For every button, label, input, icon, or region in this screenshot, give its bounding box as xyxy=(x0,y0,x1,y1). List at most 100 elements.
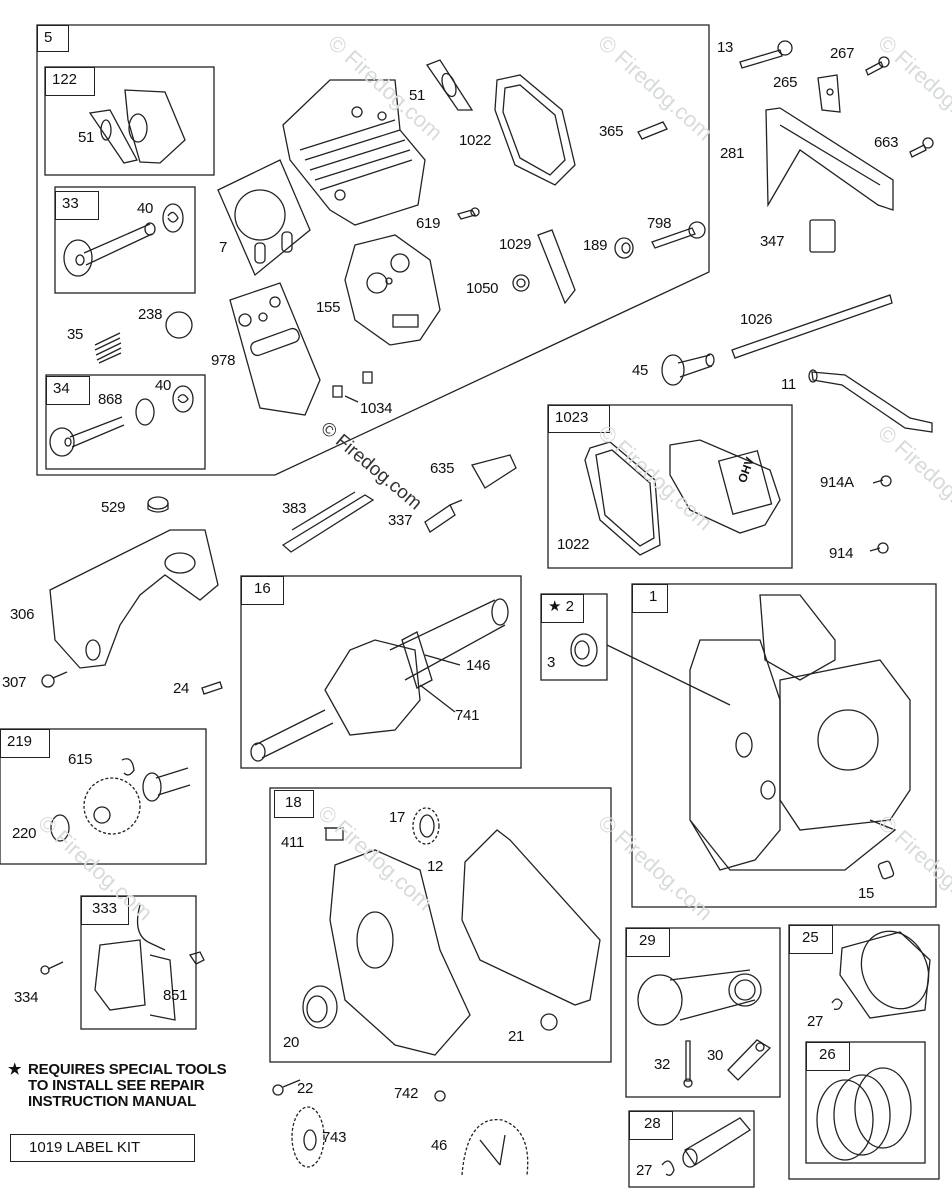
group-219-frame xyxy=(0,728,207,865)
group-5-label: 5 xyxy=(37,25,69,52)
part-619-bolt xyxy=(457,207,480,220)
group-25-number: 25 xyxy=(802,929,819,946)
part-1050-nut xyxy=(512,274,530,292)
callout-21: 21 xyxy=(508,1028,525,1045)
callout-189: 189 xyxy=(583,237,608,254)
callout-1022-top: 1022 xyxy=(459,132,492,149)
callout-868: 868 xyxy=(98,391,123,408)
callout-1029: 1029 xyxy=(499,236,532,253)
group-1023-label: 1023 xyxy=(548,405,610,433)
callout-3: 3 xyxy=(547,654,556,671)
callout-978: 978 xyxy=(211,352,236,369)
callout-914a: 914A xyxy=(820,474,854,491)
group-16-frame xyxy=(240,575,522,769)
callout-51-manifold: 51 xyxy=(78,129,95,146)
group-28-frame xyxy=(628,1110,755,1188)
callout-20: 20 xyxy=(283,1034,300,1051)
part-281-bracket xyxy=(765,107,894,211)
callout-851: 851 xyxy=(163,987,188,1004)
group-5-frame xyxy=(36,24,710,476)
part-17-bearing xyxy=(412,807,440,845)
callout-334: 334 xyxy=(14,989,39,1006)
group-16-number: 16 xyxy=(254,580,271,597)
part-26-rings xyxy=(816,1067,912,1161)
callout-27-piston: 27 xyxy=(807,1013,824,1030)
callout-45: 45 xyxy=(632,362,649,379)
part-20-seal xyxy=(302,985,338,1029)
callout-32: 32 xyxy=(654,1056,671,1073)
label-kit-box: 1019 LABEL KIT xyxy=(10,1134,195,1162)
part-28-wrist-pin xyxy=(661,1117,751,1176)
part-13-bolt xyxy=(739,40,793,69)
group-18-frame xyxy=(269,787,612,1063)
part-743-gear xyxy=(291,1106,325,1168)
part-46-cam-gear xyxy=(461,1119,529,1176)
part-22-screw xyxy=(272,1079,301,1096)
part-306-shroud xyxy=(49,529,219,669)
callout-281: 281 xyxy=(720,145,745,162)
part-21-plug xyxy=(540,1013,558,1031)
part-12-gasket xyxy=(461,829,601,1006)
callout-46: 46 xyxy=(431,1137,448,1154)
group-26-frame xyxy=(805,1041,926,1164)
part-1026-pushrod xyxy=(731,294,893,359)
callout-13: 13 xyxy=(717,39,734,56)
part-365-bolt xyxy=(637,121,668,140)
part-383-rod xyxy=(281,491,375,553)
part-51-gasket-top xyxy=(425,59,474,111)
callout-914: 914 xyxy=(829,545,854,562)
part-11-tube xyxy=(808,369,933,433)
part-18-sump xyxy=(329,849,471,1056)
group-28-number: 28 xyxy=(644,1115,661,1132)
part-16-crankshaft xyxy=(250,598,509,762)
part-15-plug xyxy=(877,860,895,880)
group-26-label: 26 xyxy=(806,1042,850,1071)
part-32-bolt xyxy=(683,1040,693,1088)
callout-1026: 1026 xyxy=(740,311,773,328)
group-1-number: 1 xyxy=(649,588,658,605)
callout-307: 307 xyxy=(2,674,27,691)
group-33-label: 33 xyxy=(55,191,99,220)
callout-529: 529 xyxy=(101,499,126,516)
part-cylinder-head xyxy=(282,79,426,226)
callout-22: 22 xyxy=(297,1080,314,1097)
part-914a-screw xyxy=(872,475,892,487)
callout-51-gasket: 51 xyxy=(409,87,426,104)
part-529-cap xyxy=(147,496,169,513)
part-1-crankcase xyxy=(689,594,911,871)
part-34-valve xyxy=(49,385,194,457)
group-2-label: ★ 2 xyxy=(541,594,584,623)
callout-40-a: 40 xyxy=(137,200,154,217)
callout-40-b: 40 xyxy=(155,377,172,394)
callout-365: 365 xyxy=(599,123,624,140)
callout-30: 30 xyxy=(707,1047,724,1064)
part-334-screw xyxy=(40,961,64,975)
group-29-label: 29 xyxy=(626,928,670,957)
callout-35: 35 xyxy=(67,326,84,343)
callout-267: 267 xyxy=(830,45,855,62)
callout-7: 7 xyxy=(219,239,228,256)
part-411-plug xyxy=(324,827,344,841)
callout-15: 15 xyxy=(858,885,875,902)
part-347-clip xyxy=(809,219,836,253)
note-line-3: INSTRUCTION MANUAL xyxy=(28,1093,197,1110)
part-122-intake xyxy=(88,89,186,164)
part-307-screw xyxy=(41,671,68,688)
group-25-label: 25 xyxy=(789,925,833,954)
callout-663: 663 xyxy=(874,134,899,151)
group-26-number: 26 xyxy=(819,1046,836,1063)
callout-146: 146 xyxy=(466,657,491,674)
group-122-number: 122 xyxy=(52,71,78,88)
group-18-label: 18 xyxy=(274,790,314,818)
part-3-seal xyxy=(570,633,598,667)
part-30-dipper xyxy=(727,1039,772,1081)
callout-741: 741 xyxy=(455,707,480,724)
part-742-clip xyxy=(434,1090,446,1102)
leader-line-2 xyxy=(606,644,731,706)
callout-619: 619 xyxy=(416,215,441,232)
callout-24: 24 xyxy=(173,680,190,697)
note-line-2: TO INSTALL SEE REPAIR xyxy=(28,1077,205,1094)
callout-1034: 1034 xyxy=(360,400,393,417)
callout-337: 337 xyxy=(388,512,413,529)
